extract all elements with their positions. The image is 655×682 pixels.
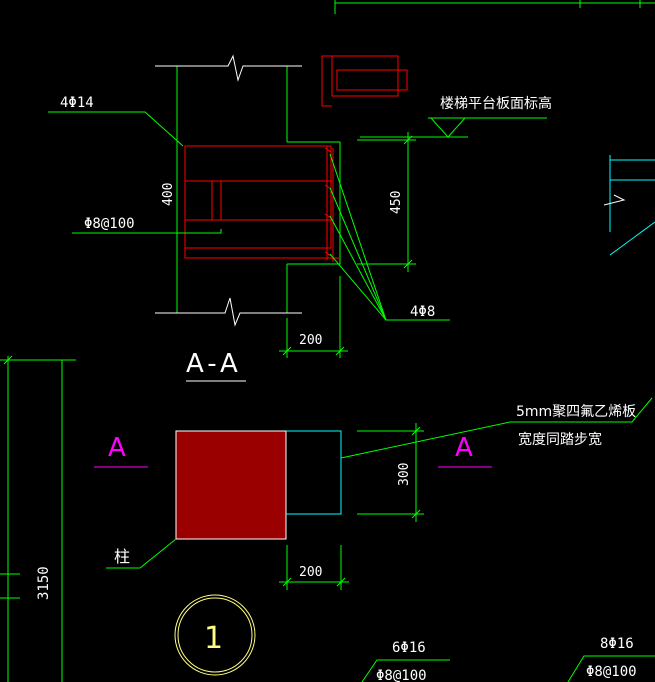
left-dimension <box>0 355 76 682</box>
detail-number-circle <box>174 594 256 676</box>
bottom-labels: 6Φ16 Φ8@100 8Φ16 Φ8@100 <box>361 636 655 682</box>
plan-detail: A A 300 200 柱 5mm聚四氟乙烯板 宽度同踏步宽 <box>94 397 653 590</box>
section-aa: 4Φ14 Φ8@100 400 450 楼梯平台板面标高 4Φ8 <box>48 54 552 382</box>
bottom-right-stirrup: Φ8@100 <box>586 664 637 680</box>
rebar-cage <box>184 145 340 262</box>
detail-number: 1 <box>204 621 223 656</box>
top-rebar-label: 4Φ14 <box>60 95 94 111</box>
width-dim-label: 200 <box>299 565 322 580</box>
height-dim-label: 400 <box>161 183 176 206</box>
bottom-left-rebar: 6Φ16 <box>392 640 426 656</box>
left-dim-label: 3150 <box>36 566 52 600</box>
beam-width-dim-label: 200 <box>299 333 322 348</box>
right-break-symbol <box>603 155 655 256</box>
depth-dim-label: 300 <box>397 463 412 486</box>
top-frame-lines <box>334 0 655 14</box>
section-mark-right: A <box>455 433 473 463</box>
section-mark-left: A <box>108 433 126 463</box>
bottom-right-rebar: 8Φ16 <box>600 636 634 652</box>
top-break-line <box>155 54 302 82</box>
section-title: A-A <box>186 349 242 379</box>
top-red-symbol <box>321 55 408 107</box>
beam-height-dim-label: 450 <box>389 191 404 214</box>
bottom-break-line <box>155 297 302 327</box>
platform-note: 楼梯平台板面标高 <box>440 95 552 112</box>
bottom-left-stirrup: Φ8@100 <box>376 668 427 682</box>
filler-note-line2: 宽度同踏步宽 <box>518 431 602 448</box>
side-rebar-label: 4Φ8 <box>410 304 435 320</box>
filler-note-line1: 5mm聚四氟乙烯板 <box>516 404 636 420</box>
column-fill <box>175 430 287 540</box>
stirrup-label: Φ8@100 <box>84 216 135 232</box>
column-label: 柱 <box>114 547 130 566</box>
